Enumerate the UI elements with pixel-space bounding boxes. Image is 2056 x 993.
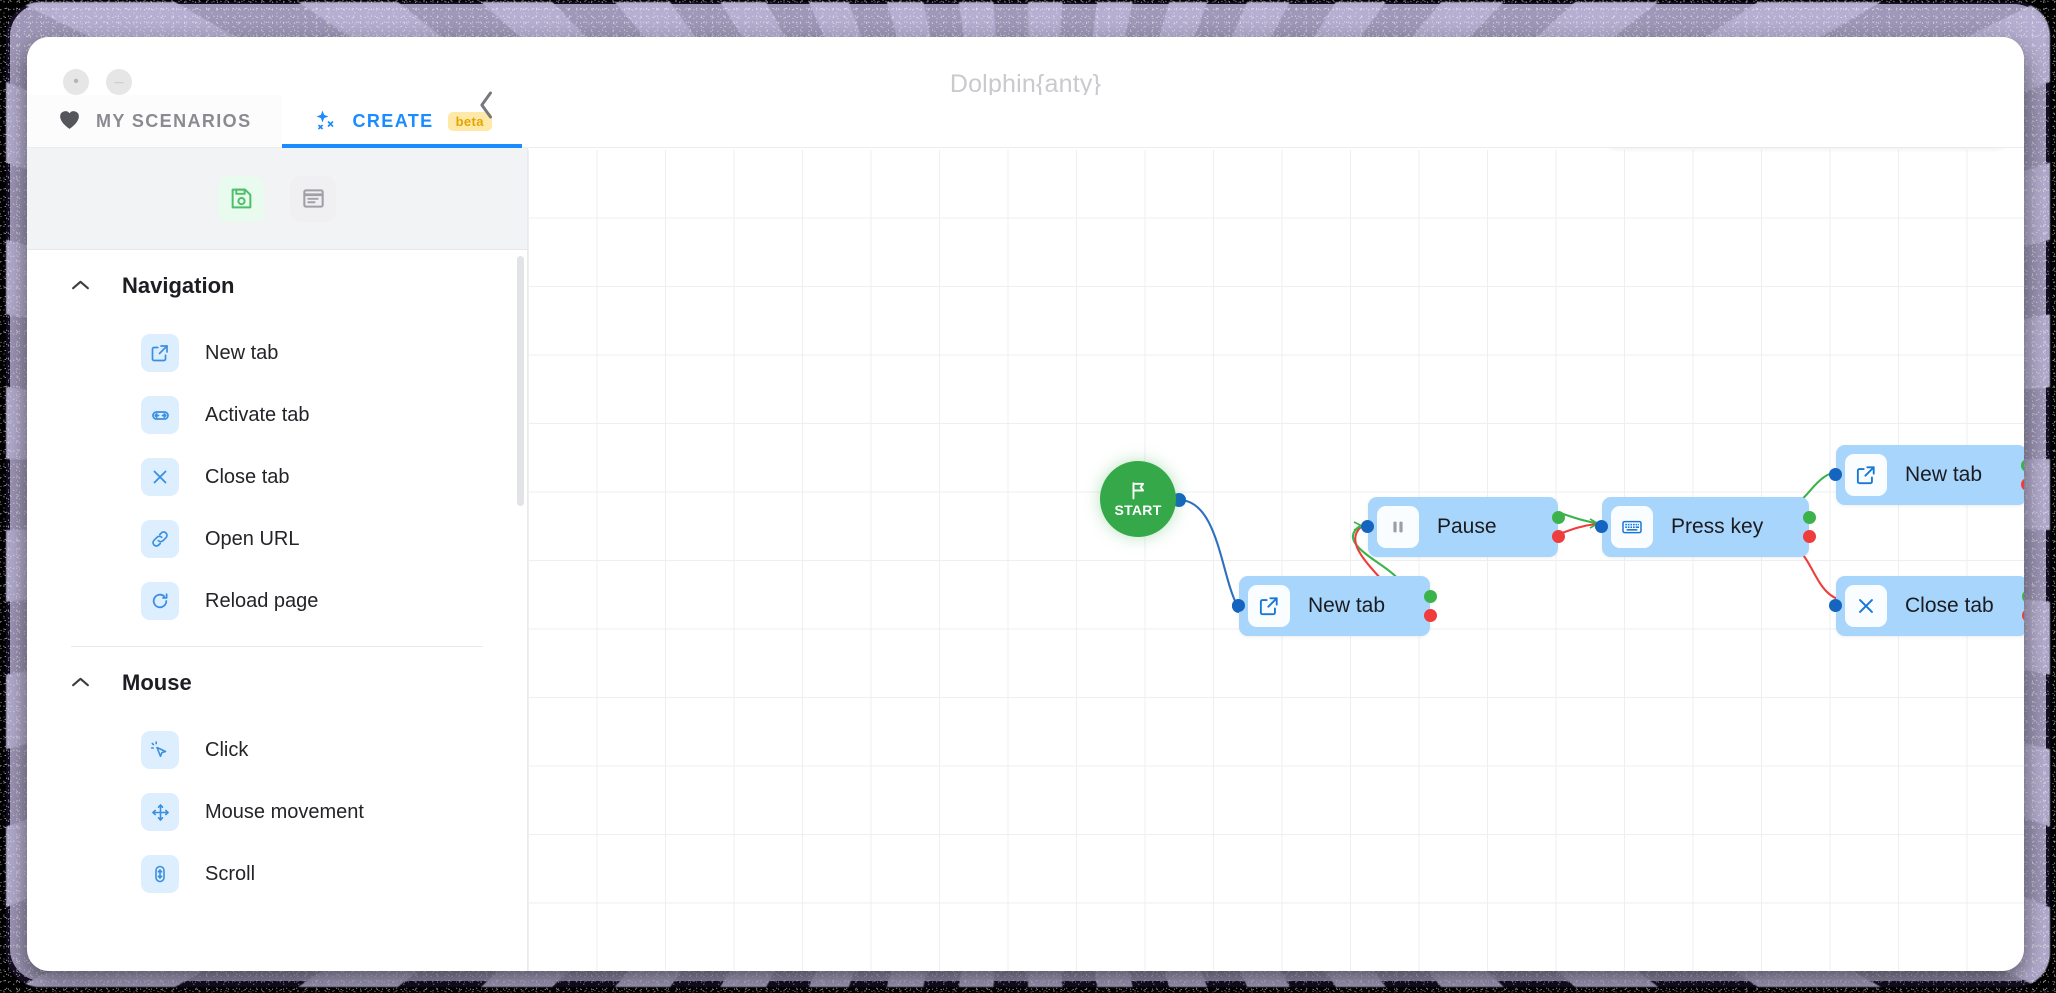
move-arrows-icon [141, 793, 179, 831]
keyboard-icon [1611, 506, 1653, 548]
node-input-port[interactable] [1232, 599, 1245, 612]
scroll-updown-icon [141, 855, 179, 893]
tab-my-scenarios-label: MY SCENARIOS [96, 110, 252, 131]
tab-bar: MY SCENARIOS CREATE beta [27, 95, 2024, 148]
sidebar-divider [71, 646, 483, 647]
group-title-mouse: Mouse [122, 670, 192, 695]
node-error-port[interactable] [2021, 478, 2024, 491]
sidebar-scroll-area: Navigation New tab [27, 250, 527, 971]
tab-create-label: CREATE [352, 110, 434, 131]
chevron-up-icon [71, 276, 90, 296]
cursor-click-icon [141, 731, 179, 769]
sidebar-item-click[interactable]: Click [71, 719, 483, 781]
sidebar-group-navigation: Navigation New tab [27, 250, 527, 632]
scenario-details-button[interactable] [290, 175, 336, 222]
node-input-port[interactable] [1829, 468, 1842, 481]
minimize-dot-icon: • [73, 73, 79, 90]
sidebar-item-mouse-movement[interactable]: Mouse movement [71, 781, 483, 843]
flow-node-start[interactable]: START [1100, 461, 1176, 537]
save-disk-icon [229, 186, 254, 211]
close-x-icon [1845, 585, 1887, 627]
main-body: Navigation New tab [27, 91, 2024, 971]
node-success-port[interactable] [1424, 590, 1437, 603]
sidebar-item-reload-page-label: Reload page [205, 589, 319, 612]
minimize-button[interactable]: • [63, 69, 89, 95]
node-input-port[interactable] [1595, 520, 1608, 533]
collapse-button[interactable]: — [106, 69, 132, 95]
node-success-port[interactable] [2021, 459, 2024, 472]
node-input-port[interactable] [1829, 599, 1842, 612]
group-header-mouse[interactable]: Mouse [71, 647, 483, 719]
flow-node-close-tab-label: Close tab [1905, 594, 1994, 617]
flow-node-pause-label: Pause [1437, 515, 1497, 538]
sidebar-item-scroll[interactable]: Scroll [71, 843, 483, 905]
external-link-icon [1845, 454, 1887, 496]
sidebar-item-click-label: Click [205, 738, 249, 761]
sidebar-item-reload-page[interactable]: Reload page [71, 570, 483, 632]
link-arrows-icon [141, 396, 179, 434]
flow-node-new-tab-2[interactable]: New tab [1829, 445, 2024, 505]
node-input-port[interactable] [1361, 520, 1374, 533]
canvas-top-edge [528, 148, 2024, 150]
scenario-canvas[interactable]: START New tab [528, 148, 2024, 971]
flow-edges [1172, 464, 1852, 619]
sidebar-toolbar [27, 91, 527, 250]
node-success-port[interactable] [2022, 590, 2024, 603]
heart-icon [57, 107, 82, 135]
sidebar-item-mouse-movement-label: Mouse movement [205, 800, 364, 823]
group-title-navigation: Navigation [122, 273, 235, 298]
flow-node-new-tab-1-label: New tab [1308, 594, 1386, 617]
sidebar-item-new-tab[interactable]: New tab [71, 322, 483, 384]
flow-node-pause[interactable]: Pause [1361, 497, 1565, 557]
sidebar-item-activate-tab-label: Activate tab [205, 403, 310, 426]
chevron-up-icon [71, 673, 90, 693]
external-link-icon [141, 334, 179, 372]
collapse-sidebar-button[interactable] [471, 90, 501, 120]
pause-icon [1377, 506, 1419, 548]
node-error-port[interactable] [2022, 609, 2024, 622]
flow-node-close-tab[interactable]: Close tab [1829, 576, 2024, 636]
sidebar-item-scroll-label: Scroll [205, 862, 256, 885]
tab-create[interactable]: CREATE beta [281, 95, 523, 148]
flag-icon [1128, 480, 1149, 501]
sidebar-item-open-url-label: Open URL [205, 527, 300, 550]
sidebar-item-close-tab-label: Close tab [205, 465, 290, 488]
sidebar-item-activate-tab[interactable]: Activate tab [71, 384, 483, 446]
collapse-dot-icon: — [114, 76, 124, 87]
title-bar: • — Dolphin{anty} [27, 37, 2024, 98]
node-error-port[interactable] [1552, 530, 1565, 543]
sparkle-icon [312, 108, 339, 134]
actions-sidebar: Navigation New tab [27, 91, 528, 971]
external-link-icon [1248, 585, 1290, 627]
window-title: Dolphin{anty} [949, 70, 1102, 98]
tab-my-scenarios[interactable]: MY SCENARIOS [27, 95, 282, 147]
node-error-port[interactable] [1803, 530, 1816, 543]
document-layout-icon [301, 186, 326, 211]
reload-icon [141, 582, 179, 620]
flow-node-start-label: START [1114, 502, 1162, 518]
sidebar-item-open-url[interactable]: Open URL [71, 508, 483, 570]
flow-node-new-tab-1[interactable]: New tab [1232, 576, 1437, 636]
window-controls: • — [63, 69, 132, 95]
group-header-navigation[interactable]: Navigation [71, 250, 483, 322]
save-scenario-button[interactable] [218, 175, 264, 222]
chain-link-icon [141, 520, 179, 558]
node-error-port[interactable] [1424, 609, 1437, 622]
sidebar-scrollbar[interactable] [517, 256, 524, 506]
sidebar-item-close-tab[interactable]: Close tab [71, 446, 483, 508]
sidebar-item-new-tab-label: New tab [205, 341, 279, 364]
flow-node-new-tab-2-label: New tab [1905, 463, 1983, 486]
app-window: • — Dolphin{anty} MY SCENARIOS [27, 37, 2024, 971]
flow-node-press-key[interactable]: Press key [1595, 497, 1816, 557]
flow-node-press-key-label: Press key [1671, 515, 1764, 538]
close-x-icon [141, 458, 179, 496]
sidebar-group-mouse: Mouse Click [27, 647, 527, 905]
node-success-port[interactable] [1552, 511, 1565, 524]
beta-badge: beta [447, 111, 492, 131]
node-success-port[interactable] [1803, 511, 1816, 524]
